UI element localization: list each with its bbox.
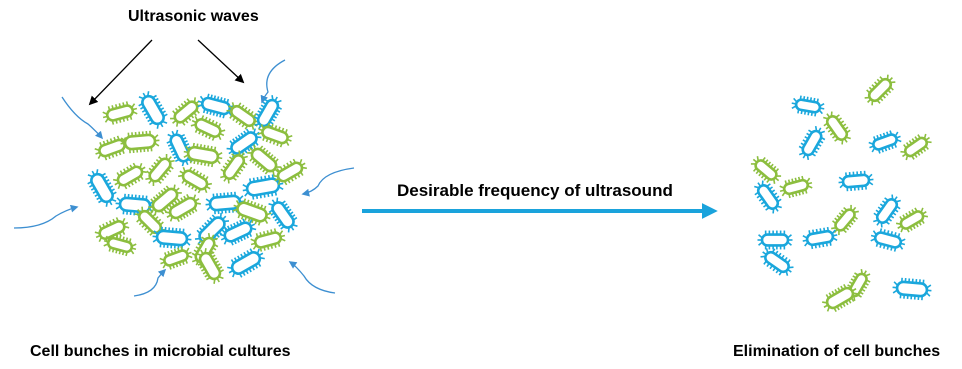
cell-cluster [83, 88, 310, 287]
green-cell-icon [778, 174, 815, 200]
pointer-arrows [90, 40, 243, 104]
wave-arrow [134, 270, 165, 296]
green-cell-icon [101, 99, 140, 126]
blue-cell-icon [790, 94, 826, 118]
wave-arrow [14, 207, 77, 228]
scattered-cells [748, 71, 935, 316]
blue-cell-icon [795, 123, 829, 163]
green-cell-icon [249, 226, 288, 253]
ultrasonic-waves-label: Ultrasonic waves [128, 8, 259, 26]
green-cell-icon [120, 130, 161, 154]
green-cell-icon [102, 232, 139, 258]
green-cell-icon [748, 152, 785, 187]
blue-cell-icon [757, 244, 797, 280]
blue-cell-icon [83, 166, 120, 210]
blue-cell-icon [264, 194, 301, 236]
green-cell-icon [157, 244, 194, 272]
blue-cell-icon [869, 191, 905, 231]
blue-cell-icon [750, 177, 786, 217]
wave-arrow [290, 262, 335, 293]
blue-cell-icon [866, 128, 903, 156]
frequency-label: Desirable frequency of ultrasound [397, 181, 673, 201]
blue-cell-icon [196, 92, 237, 121]
after-caption: Elimination of cell bunches [733, 343, 940, 361]
green-cell-icon [142, 151, 179, 190]
wave-arrow [62, 97, 102, 138]
before-caption: Cell bunches in microbial cultures [30, 343, 291, 361]
pointer-arrow-right [198, 40, 243, 82]
blue-cell-icon [892, 277, 933, 301]
pointer-arrow-left [90, 40, 152, 104]
blue-cell-icon [134, 88, 171, 132]
green-cell-icon [861, 71, 899, 109]
green-cell-icon [819, 108, 855, 148]
wave-arrow [262, 60, 285, 102]
green-cell-icon [255, 120, 294, 150]
blue-cell-icon [801, 226, 839, 251]
green-cell-icon [188, 112, 228, 144]
green-cell-icon [175, 163, 215, 197]
blue-cell-icon [838, 170, 875, 192]
blue-cell-icon [758, 231, 793, 250]
wave-arrow [303, 168, 354, 194]
green-cell-icon [110, 159, 150, 193]
green-cell-icon [897, 130, 934, 164]
